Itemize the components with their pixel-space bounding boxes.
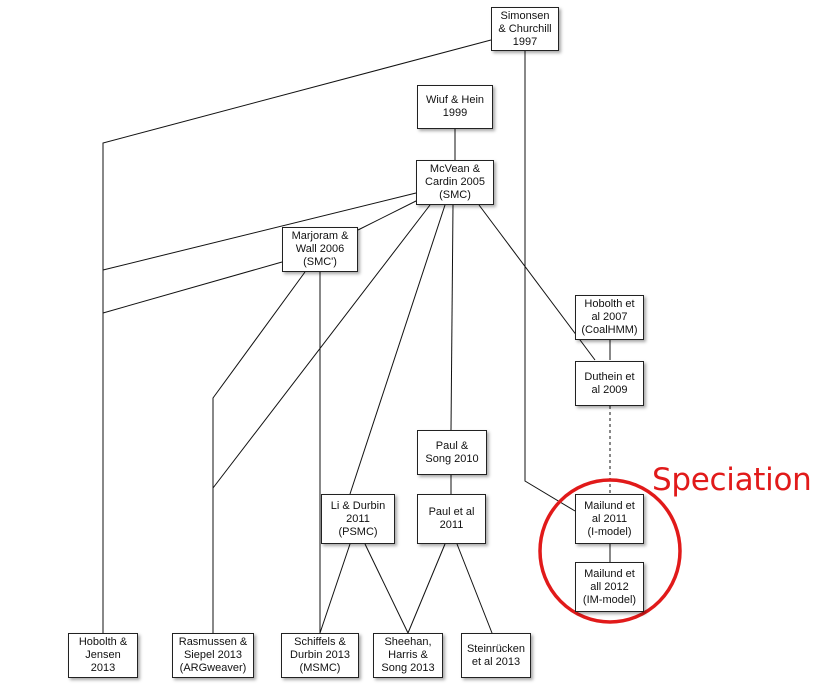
edge-li-sheehan — [364, 543, 409, 634]
node-paul-2011: Paul et al 2011 — [417, 494, 486, 544]
node-duthein-2009: Duthein et al 2009 — [575, 361, 644, 406]
edge-paul2011-sheehan — [407, 543, 446, 634]
edge-marjoram-line2 — [102, 261, 283, 314]
node-schiffels-durbin-2013: Schiffels & Durbin 2013 (MSMC) — [281, 633, 359, 678]
node-hobolth-jensen-2013: Hobolth & Jensen 2013 — [68, 633, 138, 678]
edge-mcvean-paul2010 — [450, 204, 454, 431]
speciation-label: Speciation — [652, 462, 812, 498]
edge-paul2011-steinrucken — [456, 543, 493, 634]
node-marjoram-wall-2006: Marjoram & Wall 2006 (SMC') — [282, 227, 358, 272]
node-mailund-2011: Mailund et al 2011 (I-model) — [575, 494, 644, 544]
node-paul-song-2010: Paul & Song 2010 — [417, 430, 487, 475]
node-li-durbin-2011: Li & Durbin 2011 (PSMC) — [321, 494, 395, 544]
edge-mcvean-marjoram — [357, 199, 419, 231]
edge-mcvean-line1 — [102, 192, 417, 271]
edge-li-schiffels — [319, 543, 351, 634]
node-simonsen-churchill-1997: Simonsen & Churchill 1997 — [491, 7, 559, 51]
node-sheehan-2013: Sheehan, Harris & Song 2013 — [373, 633, 443, 678]
node-wiuf-hein-1999: Wiuf & Hein 1999 — [417, 85, 493, 129]
edge-simonsen-mailund2011 — [524, 50, 576, 512]
node-mailund-2012: Mailund et all 2012 (IM-model) — [575, 562, 644, 612]
node-hobolth-2007: Hobolth et al 2007 (CoalHMM) — [575, 295, 644, 340]
edge-simonsen-hobolth2013 — [102, 39, 492, 633]
node-steinrucken-2013: Steinrücken et al 2013 — [461, 633, 531, 678]
speciation-circle — [538, 478, 682, 624]
edge-marjoram-rasmussen — [212, 271, 306, 488]
node-rasmussen-siepel-2013: Rasmussen & Siepel 2013 (ARGweaver) — [172, 633, 254, 678]
node-mcvean-cardin-2005: McVean & Cardin 2005 (SMC) — [416, 160, 494, 205]
edge-mcvean-li — [349, 204, 446, 495]
